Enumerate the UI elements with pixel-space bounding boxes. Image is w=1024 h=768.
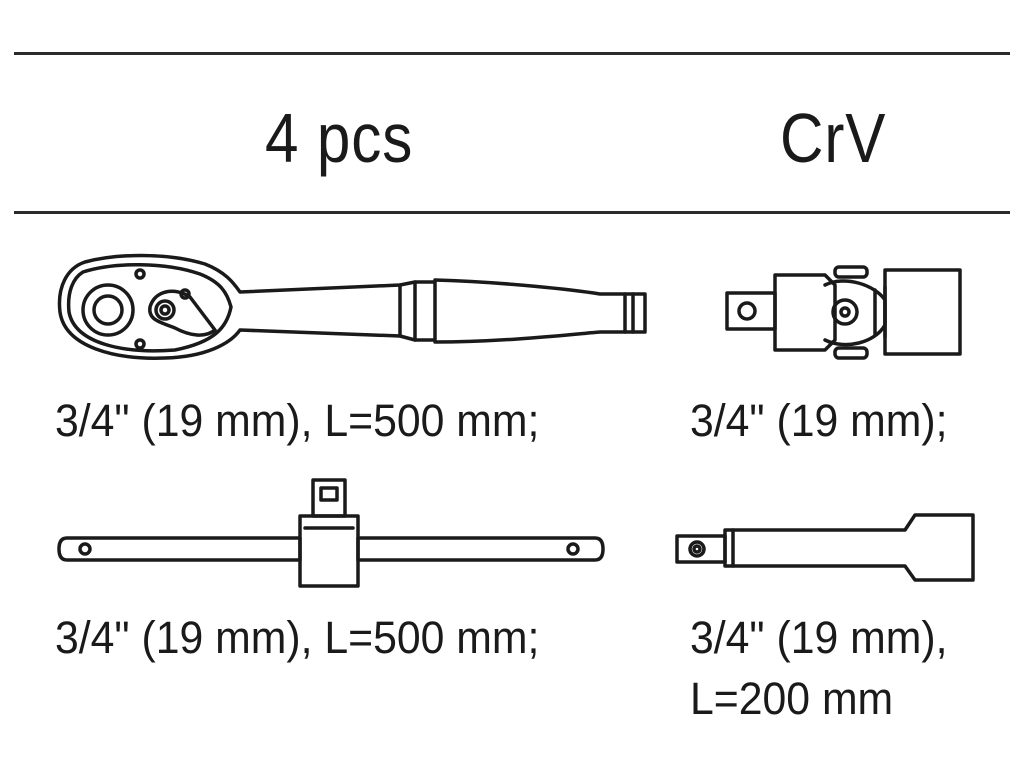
- top-divider: [14, 52, 1010, 55]
- extension-caption-line1: 3/4" (19 mm),: [690, 612, 948, 663]
- material-label: CrV: [780, 99, 887, 177]
- extension-bar-icon: [675, 513, 975, 582]
- ratchet-handle-icon: [57, 253, 647, 360]
- t-bar-handle-icon: [57, 478, 605, 588]
- extension-caption-line2: L=200 mm: [690, 673, 894, 724]
- universal-joint-caption: 3/4" (19 mm);: [690, 395, 948, 446]
- t-bar-caption: 3/4" (19 mm), L=500 mm;: [55, 612, 540, 663]
- quantity-label: 4 pcs: [265, 99, 414, 177]
- universal-joint-icon: [725, 265, 962, 360]
- bottom-divider: [14, 211, 1010, 214]
- ratchet-caption: 3/4" (19 mm), L=500 mm;: [55, 395, 540, 446]
